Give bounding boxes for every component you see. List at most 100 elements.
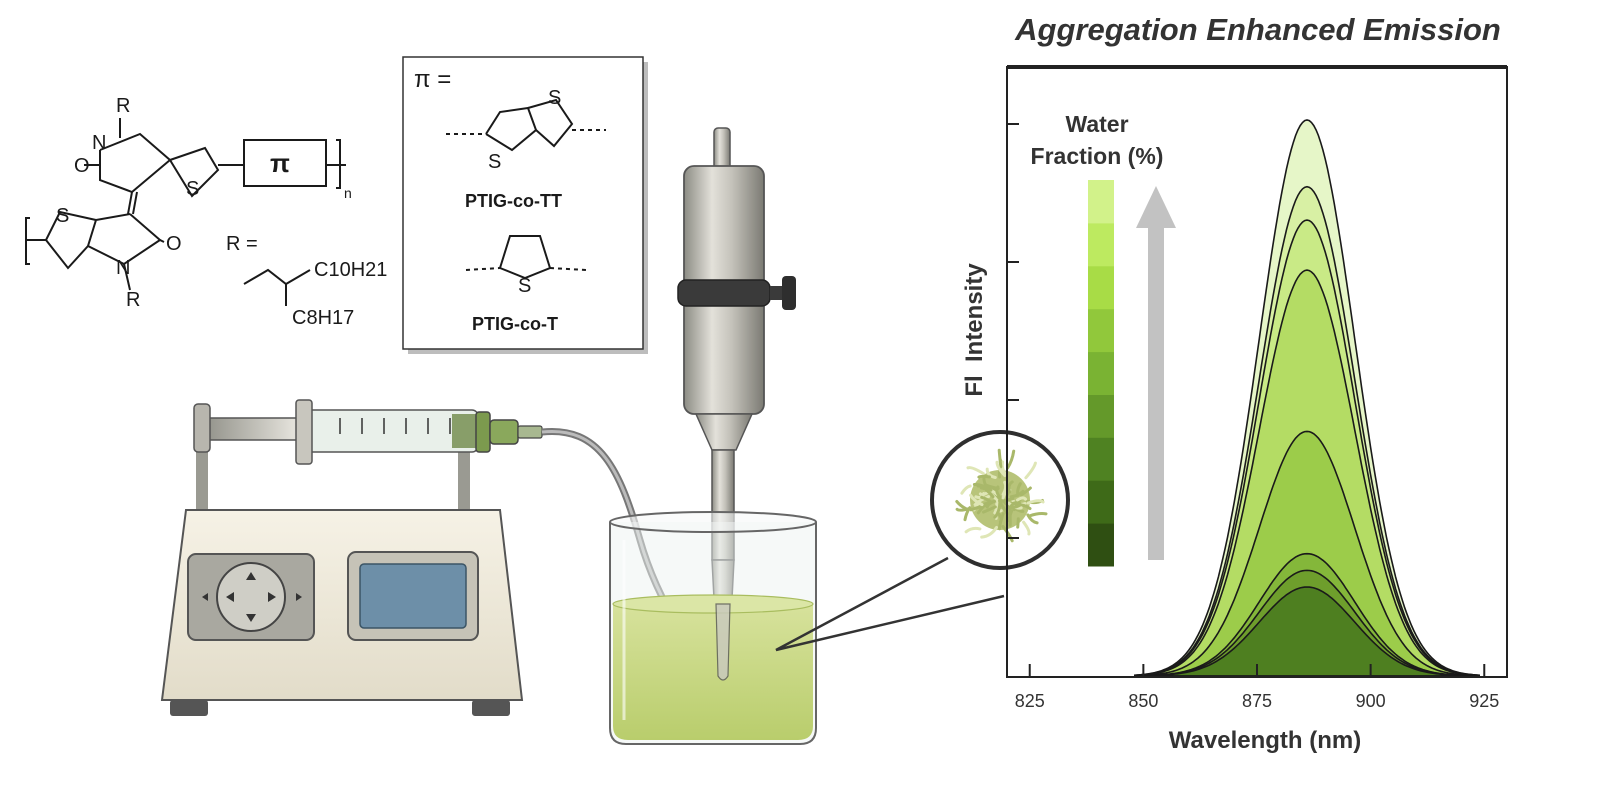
polymer-strand (963, 506, 972, 522)
atom-label: O (74, 155, 90, 177)
polymer-strand (982, 499, 996, 506)
probe-clamp (677, 279, 771, 307)
polymer-strand (960, 484, 972, 495)
polymer-strand (1000, 460, 1008, 477)
lower-lactam-ring (86, 213, 162, 266)
polymer-strand (973, 495, 991, 507)
x-tick-label: 825 (1015, 691, 1045, 711)
colorbar-segment (1088, 308, 1114, 353)
y-axis-label: Fl Intensity (961, 263, 988, 397)
syringe-graduations (339, 418, 451, 434)
polymer-strand (1006, 449, 1016, 470)
x-tick-label: 850 (1128, 691, 1158, 711)
thiophene-structure (465, 235, 587, 280)
polymer-strand (997, 448, 1003, 469)
atom-label: S (186, 178, 199, 200)
structure-labels: R N O S π n S O N R R = C10H21 C8H17 (56, 95, 387, 329)
chart-title: Aggregation Enhanced Emission (1014, 12, 1501, 47)
polymer-strand (993, 498, 1002, 519)
polymer-strand (964, 526, 982, 534)
polymer-strand (1016, 496, 1027, 502)
probe-horn (694, 413, 754, 451)
nanoparticle-zoom-callout (775, 430, 1070, 652)
emission-curves (1134, 119, 1480, 677)
r-definition: R = (226, 233, 258, 255)
upper-thiophene-ring (169, 146, 220, 198)
polymer-strand (979, 486, 995, 499)
polymer-strand (966, 466, 985, 475)
probe-cap (713, 127, 731, 171)
polymer-strand (1024, 461, 1037, 480)
polymer-strand (969, 503, 989, 512)
syringe-barrel (299, 409, 479, 453)
syringe-liquid (452, 414, 478, 448)
atom-label: S (518, 275, 531, 297)
syringe-pump (160, 399, 543, 716)
atom-label: R (126, 289, 140, 311)
green-solution (613, 604, 813, 740)
polymer-strand (977, 474, 991, 479)
repeat-subscript: n (344, 185, 352, 201)
pump-foot (472, 700, 510, 716)
pi-label: π (270, 148, 290, 178)
atom-label: S (548, 87, 561, 109)
legend-title-line1: Water (1065, 111, 1128, 137)
thienothiophene-structure (446, 98, 606, 152)
increase-arrow (1136, 186, 1176, 560)
pi-option-1-label: PTIG-co-TT (465, 191, 562, 211)
polymer-strand (1019, 486, 1032, 497)
emission-curve (1134, 586, 1480, 677)
polymer-strand (1001, 525, 1014, 543)
zoom-lines (775, 556, 1005, 652)
polymer-strand (1007, 503, 1023, 510)
side-chain-top: C10H21 (314, 259, 387, 281)
r-side-chain (243, 268, 311, 286)
atom-label: S (56, 205, 69, 227)
colorbar-segment (1088, 437, 1114, 481)
polymer-strand (980, 495, 993, 504)
arrow-up-icon (1136, 186, 1176, 228)
colorbar-segment (1088, 523, 1114, 567)
pi-option-2-label: PTIG-co-T (472, 314, 558, 334)
y-ticks (1007, 123, 1019, 539)
lower-thiophene-ring (44, 210, 97, 270)
arrow-down-icon (246, 614, 256, 622)
pi-box (243, 139, 327, 187)
clamp-knob (782, 276, 796, 310)
polymer-strand (1009, 501, 1021, 509)
atom-label: S (488, 151, 501, 173)
beaker (609, 511, 817, 745)
polymer-strand (955, 500, 968, 511)
syringe-flange (295, 399, 313, 465)
x-ticks: 825 850 875 900 925 (1015, 664, 1499, 711)
colorbar-segment (1088, 394, 1114, 438)
polymer-strand (995, 460, 1007, 477)
polymer-strand (1016, 517, 1020, 529)
polymer-strand (972, 482, 993, 492)
x-tick-label: 925 (1469, 691, 1499, 711)
plunger-handle (193, 403, 211, 453)
polymer-strand (1027, 512, 1048, 518)
polymer-structure (25, 118, 346, 306)
repeat-bracket-right (336, 139, 341, 189)
pi-definition-panel: π = S S PTIG-co-TT S PTIG-co-T (402, 56, 648, 354)
syringe-tip (489, 419, 519, 445)
polymer-strand (1026, 499, 1045, 505)
arrow-up-icon (246, 572, 256, 580)
polymer-strand (998, 512, 1005, 531)
x-axis-label: Wavelength (nm) (1169, 727, 1361, 754)
upper-lactam-ring (99, 132, 172, 194)
pump-foot (170, 700, 208, 716)
atom-label: O (166, 233, 182, 255)
arrow-left-icon (226, 592, 234, 602)
nanoparticle-icon (955, 448, 1048, 543)
liquid-surface (612, 594, 814, 614)
atom-label: N (92, 132, 106, 154)
atom-label: R (116, 95, 130, 117)
pi-panel-header: π = (414, 66, 451, 93)
x-tick-label: 875 (1242, 691, 1272, 711)
x-tick-label: 900 (1356, 691, 1386, 711)
polymer-strand (980, 525, 998, 539)
polymer-strand (984, 483, 1000, 491)
exocyclic-double-bond (127, 191, 133, 215)
